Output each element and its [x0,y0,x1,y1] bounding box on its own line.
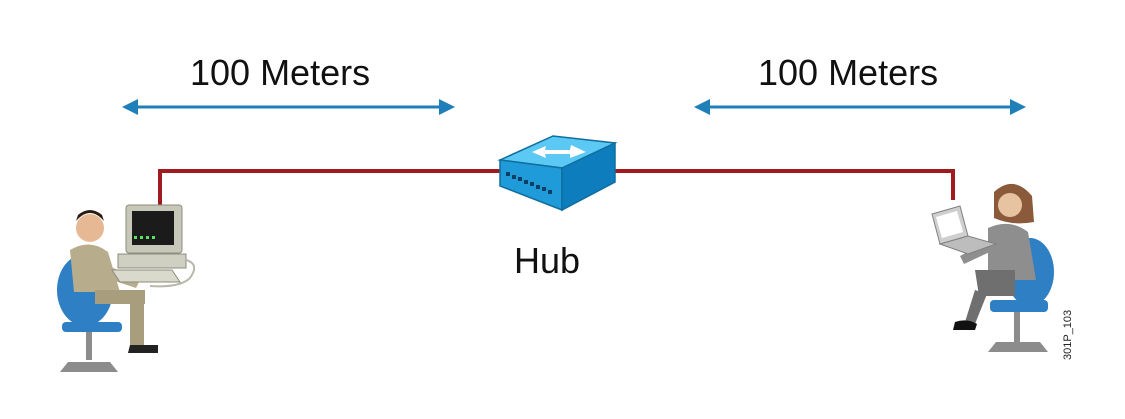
hub-icon [497,135,618,212]
desktop-user-icon [57,204,196,372]
right-cable [610,169,955,200]
left-distance-arrow-icon [122,99,455,115]
hub-label: Hub [514,240,581,281]
left-distance-label: 100 Meters [190,52,371,93]
right-distance-label: 100 Meters [758,52,939,93]
laptop-user-icon [931,183,1054,352]
right-distance-arrow-icon [694,99,1026,115]
left-cable [158,169,505,205]
figure-id: 301P_103 [1062,309,1074,360]
